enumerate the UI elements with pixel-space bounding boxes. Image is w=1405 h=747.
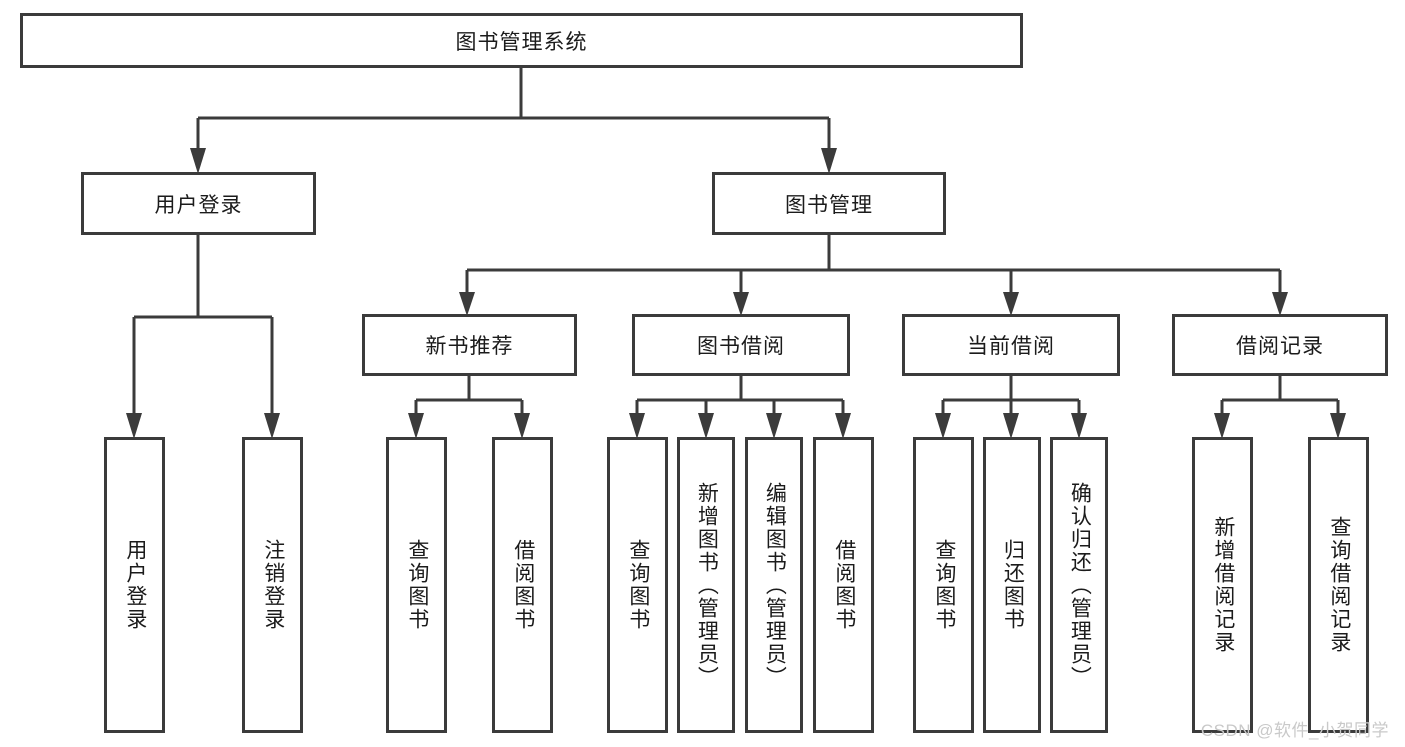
node-borrow-record-label: 借阅记录: [1236, 335, 1324, 358]
arrowhead-borrow-record: [1272, 292, 1288, 316]
node-leaf-edit-book-label: 编辑图书（管理员）: [763, 481, 787, 689]
node-leaf-query-book-3[interactable]: 查询图书: [913, 437, 974, 733]
node-leaf-user-login[interactable]: 用户登录: [104, 437, 165, 733]
node-leaf-borrow-book-2[interactable]: 借阅图书: [813, 437, 874, 733]
node-book-manage-label: 图书管理: [785, 193, 873, 217]
node-current-borrow-label: 当前借阅: [967, 335, 1055, 358]
node-leaf-query-book-1[interactable]: 查询图书: [386, 437, 447, 733]
arrowhead-current-borrow: [1003, 292, 1019, 316]
arrowhead-leaf-add-record: [1214, 413, 1230, 439]
node-leaf-query-book-1-label: 查询图书: [405, 539, 429, 631]
arrowhead-leaf-query-book-1: [408, 413, 424, 439]
node-leaf-query-record[interactable]: 查询借阅记录: [1308, 437, 1369, 733]
node-leaf-query-book-3-label: 查询图书: [932, 539, 956, 631]
node-leaf-confirm-return-label: 确认归还（管理员）: [1068, 481, 1092, 689]
arrowhead-leaf-query-record: [1330, 413, 1346, 439]
arrowhead-leaf-confirm-return: [1071, 413, 1087, 439]
node-leaf-return-book-label: 归还图书: [1001, 539, 1025, 631]
node-leaf-edit-book[interactable]: 编辑图书（管理员）: [745, 437, 803, 733]
node-leaf-add-book[interactable]: 新增图书（管理员）: [677, 437, 735, 733]
arrowhead-leaf-query-book-2: [629, 413, 645, 439]
node-user-login-label: 用户登录: [154, 193, 243, 217]
arrowhead-leaf-query-book-3: [935, 413, 951, 439]
node-leaf-logout-label: 注销登录: [261, 539, 285, 631]
arrowhead-leaf-return-book: [1003, 413, 1019, 439]
node-new-book-rec-label: 新书推荐: [425, 335, 514, 358]
node-leaf-return-book[interactable]: 归还图书: [983, 437, 1041, 733]
node-leaf-query-book-2-label: 查询图书: [626, 539, 650, 631]
arrowhead-leaf-borrow-book-2: [835, 413, 851, 439]
arrowhead-leaf-add-book: [698, 413, 714, 439]
node-borrow-record[interactable]: 借阅记录: [1172, 314, 1388, 376]
arrowhead-user-login: [190, 148, 206, 174]
arrowhead-leaf-borrow-book-1: [514, 413, 530, 439]
node-book-manage[interactable]: 图书管理: [712, 172, 946, 235]
node-leaf-borrow-book-1-label: 借阅图书: [511, 539, 535, 631]
node-root[interactable]: 图书管理系统: [20, 13, 1023, 68]
node-leaf-borrow-book-2-label: 借阅图书: [832, 539, 856, 631]
arrowhead-new-book-rec: [459, 292, 475, 316]
node-leaf-add-record[interactable]: 新增借阅记录: [1192, 437, 1253, 733]
node-leaf-confirm-return[interactable]: 确认归还（管理员）: [1050, 437, 1108, 733]
node-leaf-query-book-2[interactable]: 查询图书: [607, 437, 668, 733]
node-leaf-borrow-book-1[interactable]: 借阅图书: [492, 437, 553, 733]
arrowhead-book-borrow: [733, 292, 749, 316]
node-leaf-add-record-label: 新增借阅记录: [1211, 516, 1235, 654]
node-book-borrow-label: 图书借阅: [697, 335, 785, 358]
arrowhead-leaf-edit-book: [766, 413, 782, 439]
node-root-label: 图书管理系统: [455, 30, 588, 54]
node-user-login[interactable]: 用户登录: [81, 172, 316, 235]
arrowheads: [126, 148, 1346, 439]
node-leaf-logout[interactable]: 注销登录: [242, 437, 303, 733]
node-new-book-rec[interactable]: 新书推荐: [362, 314, 577, 376]
node-leaf-query-record-label: 查询借阅记录: [1327, 516, 1351, 654]
arrowhead-book-manage: [821, 148, 837, 174]
node-current-borrow[interactable]: 当前借阅: [902, 314, 1120, 376]
node-leaf-add-book-label: 新增图书（管理员）: [695, 481, 719, 689]
arrowhead-leaf-user-login: [126, 413, 142, 439]
arrowhead-leaf-logout: [264, 413, 280, 439]
node-book-borrow[interactable]: 图书借阅: [632, 314, 850, 376]
node-leaf-user-login-label: 用户登录: [123, 539, 147, 631]
